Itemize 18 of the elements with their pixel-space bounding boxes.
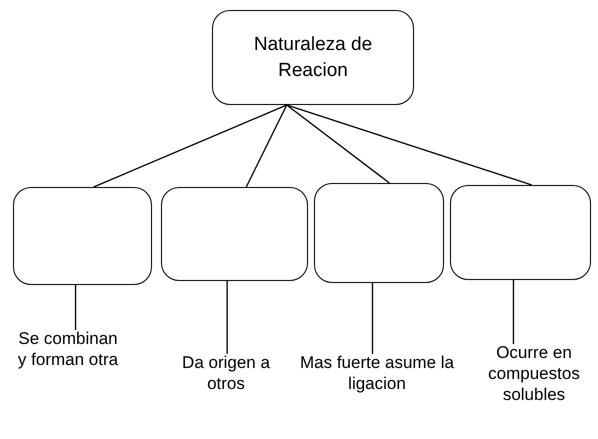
connector-line	[372, 283, 374, 354]
rounded-box	[450, 185, 591, 280]
rounded-box	[314, 183, 444, 283]
connector-line	[93, 104, 287, 188]
connector-line	[246, 104, 288, 188]
connector-line	[286, 104, 532, 186]
concept-label: Ocurre en compuestos solubles	[478, 342, 590, 405]
rounded-box	[13, 187, 152, 285]
concept-box	[212, 10, 414, 105]
rounded-box	[161, 187, 308, 281]
concept-label: Se combinan y forman otra	[12, 328, 124, 370]
connector-line	[286, 104, 390, 184]
connector-line	[512, 280, 514, 344]
concept-label: Mas fuerte asume la ligacion	[295, 352, 459, 394]
connector-line	[74, 285, 76, 330]
connector-line	[226, 281, 228, 354]
concept-label: Da origen a otros	[178, 352, 274, 394]
concept-title: Naturaleza de Reacion	[252, 32, 374, 82]
